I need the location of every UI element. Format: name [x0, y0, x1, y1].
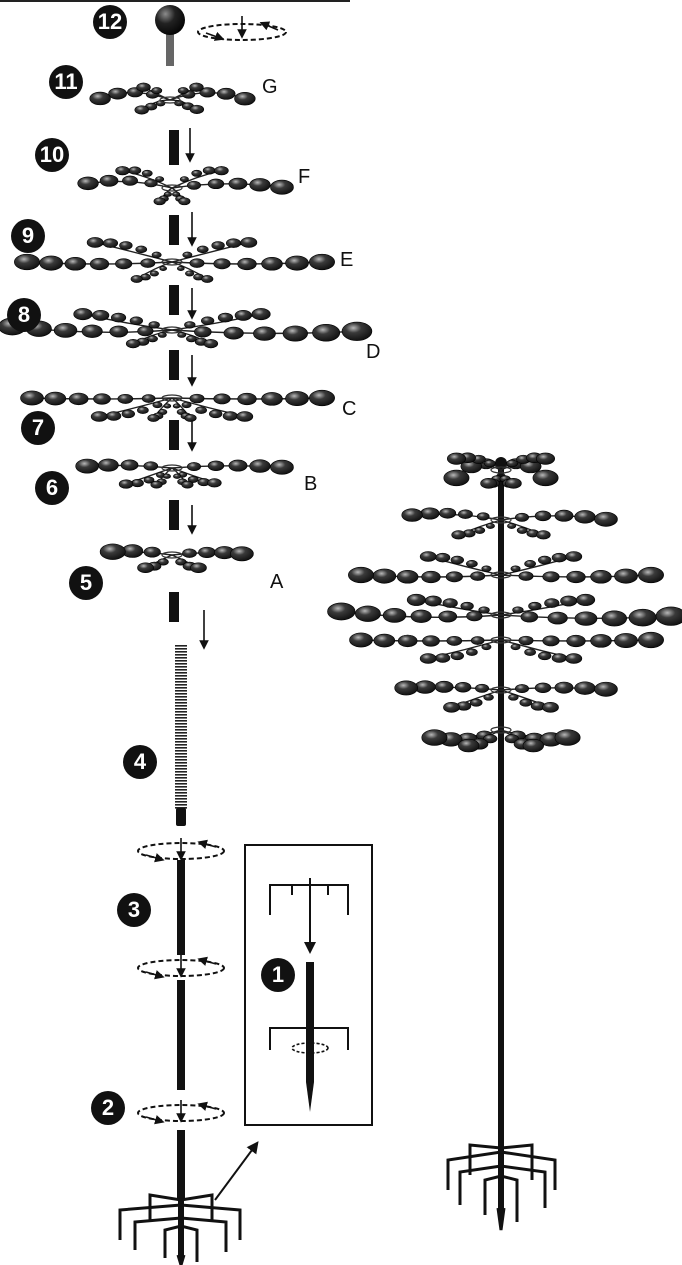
- layer-letters: G F E D C B A: [262, 76, 380, 593]
- step-badge-6: 6: [35, 471, 69, 505]
- step-number: 8: [18, 302, 30, 327]
- spinner-layers: [0, 82, 373, 574]
- finial-ball: [155, 5, 185, 35]
- spinner-layer-e: [14, 237, 335, 283]
- spinner-layer-c: [20, 389, 335, 422]
- step-badge-1: 1: [261, 958, 295, 992]
- assembled-pole: [498, 468, 504, 1208]
- assembled-view: [327, 452, 682, 1231]
- assembled-finial: [495, 457, 507, 469]
- step-number: 9: [22, 223, 34, 248]
- spinner-layer-g: [89, 82, 256, 115]
- spinner-layer-d: [0, 308, 373, 349]
- assembled-base: [446, 1143, 557, 1231]
- step-number: 10: [40, 142, 64, 167]
- assembled-layer-g: [443, 452, 559, 489]
- layer-letter-c: C: [342, 398, 356, 420]
- center-guides: [169, 130, 179, 622]
- step-badge-2: 2: [91, 1091, 125, 1125]
- step-badge-3: 3: [117, 893, 151, 927]
- step-badge-7: 7: [21, 411, 55, 445]
- layer-letter-b: B: [304, 473, 317, 495]
- rotate-icon: [197, 16, 287, 41]
- spring-coupler: [176, 808, 186, 826]
- step-badge-5: 5: [69, 566, 103, 600]
- assembled-layer-a: [421, 726, 581, 753]
- layer-letter-e: E: [340, 249, 353, 271]
- step-number: 1: [272, 962, 284, 987]
- assembled-spinners: [327, 452, 682, 753]
- step-badges: 12 11 10 9 8 7 6 5 4 3 2 1: [7, 5, 295, 1125]
- step-number: 7: [32, 415, 44, 440]
- exploded-view: [0, 5, 373, 1265]
- pole-section-middle: [177, 980, 185, 1090]
- layer-letter-g: G: [262, 76, 278, 98]
- step-number: 4: [134, 749, 147, 774]
- step-badge-4: 4: [123, 745, 157, 779]
- assembled-layer-f: [401, 507, 618, 540]
- spring: [175, 645, 187, 810]
- step-number: 11: [54, 69, 77, 94]
- assembled-layer-c: [349, 631, 664, 664]
- step-number: 5: [80, 570, 92, 595]
- assembled-layer-b: [394, 680, 618, 713]
- spinner-layer-b: [75, 458, 294, 489]
- inset-step-1: [244, 844, 373, 1126]
- step-number: 3: [128, 897, 140, 922]
- assembled-layer-e: [348, 551, 664, 584]
- step-badge-10: 10: [35, 138, 69, 172]
- assembled-layer-d: [327, 593, 682, 627]
- spinner-layer-f: [77, 166, 294, 206]
- inset-pointer-arrow: [214, 1141, 259, 1201]
- layer-letter-a: A: [270, 571, 284, 593]
- step-badge-8: 8: [7, 298, 41, 332]
- step-number: 2: [102, 1095, 114, 1120]
- step-number: 12: [98, 9, 122, 34]
- pole-section-lower: [177, 1130, 185, 1200]
- twist-icon-lower: [137, 1100, 225, 1125]
- step-badge-11: 11: [49, 65, 83, 99]
- ground-stake-base: [118, 1193, 242, 1265]
- step-badge-12: 12: [93, 5, 127, 39]
- finial-rod: [166, 28, 174, 66]
- step-number: 6: [46, 475, 58, 500]
- layer-letter-f: F: [298, 166, 310, 188]
- twist-icon-upper: [137, 838, 225, 863]
- step-badge-9: 9: [11, 219, 45, 253]
- twist-icon-middle: [137, 955, 225, 980]
- pole-section-upper: [177, 860, 185, 955]
- layer-letter-d: D: [366, 341, 380, 363]
- spinner-layer-a: [99, 543, 254, 574]
- down-arrows: [185, 128, 209, 650]
